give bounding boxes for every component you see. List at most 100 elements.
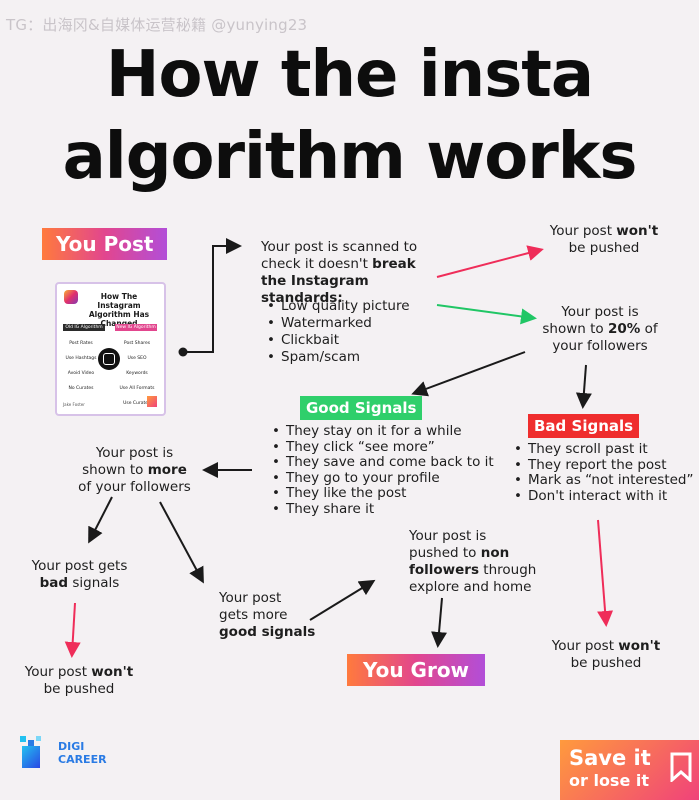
card-footer: Jake Foster	[63, 402, 85, 407]
text-bold: won't	[91, 664, 134, 680]
bad-signals-label: Bad Signals	[528, 414, 640, 438]
arrow-scan-to-not-pushed	[436, 245, 544, 278]
scan-line1: Your post is scanned to	[261, 239, 418, 255]
you-post-label: You Post	[42, 228, 168, 260]
arrow-bad-to-not-pushed	[64, 602, 81, 658]
scan-criteria-item: Watermarked	[267, 315, 437, 332]
card-left-item: Use Hashtags	[65, 356, 97, 361]
text-bold: won't	[616, 223, 659, 239]
arrow-20-to-good	[411, 351, 526, 397]
arrow-scan-to-20	[436, 304, 537, 325]
text: be pushed	[43, 681, 115, 697]
arrow-non-followers-to-grow	[431, 597, 448, 648]
gets-more-text: Your post gets more good signals	[219, 590, 329, 641]
text: shown to	[82, 462, 148, 478]
brand-name: DIGI CAREER	[58, 740, 107, 766]
bad-signals-list: They scroll past it They report the post…	[514, 441, 699, 505]
not-pushed-right-text: Your post won't be pushed	[547, 638, 665, 672]
card-left-item: Avoid Video	[67, 371, 95, 376]
text: Your post	[24, 664, 92, 680]
shown-more-text: Your post is shown to more of your follo…	[72, 445, 197, 496]
card-tag-old: Old IG Algorithm	[63, 324, 105, 331]
text: be pushed	[570, 655, 642, 671]
arrow-more-to-good	[159, 501, 204, 584]
not-pushed-left-text: Your post won't be pushed	[20, 664, 138, 698]
arrow-good-to-non-followers	[309, 579, 376, 621]
text-bold: won't	[618, 638, 661, 654]
text: Your post	[549, 223, 617, 239]
instagram-algorithm-card: How The Instagram Algorithm Has Changed …	[55, 282, 166, 416]
text: gets more	[219, 607, 288, 623]
gets-bad-text: Your post gets bad signals	[22, 558, 137, 592]
text: Your post	[551, 638, 619, 654]
card-left-list: Post Rates Use Hashtags Avoid Video No C…	[61, 336, 101, 396]
card-right-item: Post Shares	[123, 341, 151, 346]
page-title-line2: algorithm works	[62, 120, 638, 194]
text: pushed to	[409, 545, 481, 561]
text: be pushed	[568, 240, 640, 256]
text: your followers	[552, 338, 648, 354]
text-bold: bad	[39, 575, 69, 591]
arrow-more-to-bad	[88, 496, 113, 544]
scan-line2-bold: break	[372, 256, 416, 272]
text: shown to	[542, 321, 608, 337]
scan-line2: check it doesn't	[261, 256, 373, 272]
brand-line1: DIGI	[58, 740, 85, 753]
good-signal-item: They save and come back to it	[272, 455, 502, 471]
bad-signal-item: Mark as “not interested”	[514, 473, 699, 489]
card-right-item: Use All Formats	[119, 386, 155, 391]
text: explore and home	[409, 579, 532, 595]
page-title-line1: How the insta	[105, 38, 594, 112]
scan-criteria-item: Low quality picture	[267, 298, 437, 315]
text: Your post	[219, 590, 282, 606]
good-signals-label: Good Signals	[300, 396, 423, 420]
good-signal-item: They go to your profile	[272, 470, 502, 487]
not-pushed-top-text: Your post won't be pushed	[545, 223, 663, 257]
save-line1: Save it	[569, 746, 651, 770]
bad-signal-item: Don't interact with it	[514, 488, 699, 505]
text-bold: followers	[409, 562, 479, 578]
save-line2: or lose it	[569, 771, 650, 790]
card-right-item: Use Curated	[123, 401, 151, 406]
card-right-list: Post Shares Use SEO Keywords Use All For…	[117, 336, 157, 411]
scan-criteria-list: Low quality picture Watermarked Clickbai…	[267, 298, 437, 366]
you-grow-label: You Grow	[347, 654, 485, 686]
bad-signal-item: They scroll past it	[514, 441, 699, 458]
text: Your post is	[409, 528, 487, 544]
text: Your post is	[95, 445, 174, 461]
good-signal-item: They share it	[272, 501, 502, 518]
non-followers-text: Your post is pushed to non followers thr…	[409, 528, 539, 596]
scan-criteria-item: Clickbait	[267, 332, 437, 349]
digi-career-logo-icon	[20, 736, 50, 772]
shown-20-text: Your post is shown to 20% of your follow…	[538, 304, 662, 355]
arrow-post-to-scan	[183, 238, 242, 353]
save-it-banner: Save it or lose it	[560, 740, 699, 800]
card-tag-new: New IG Algorithm	[115, 324, 157, 331]
text-bold: 20%	[607, 321, 641, 337]
arrow-bad-signals-to-not-pushed	[597, 519, 614, 627]
good-signal-item: They stay on it for a while	[272, 423, 502, 440]
card-title: How The Instagram Algorithm Has Changed	[88, 292, 150, 328]
bookmark-icon	[670, 752, 692, 782]
text: Your post is	[561, 304, 639, 320]
bad-signal-item: They report the post	[514, 457, 699, 474]
instagram-logo-icon	[64, 290, 78, 304]
camera-icon	[98, 348, 120, 370]
card-left-item: No Curates	[68, 386, 94, 391]
text: of	[640, 321, 658, 337]
text-bold: good signals	[219, 624, 316, 640]
card-bookmark-icon	[147, 396, 157, 407]
card-left-item: Post Rates	[69, 341, 93, 346]
good-signals-list: They stay on it for a while They click “…	[272, 423, 502, 518]
brand-line2: CAREER	[58, 753, 107, 766]
good-signal-item: They click “see more”	[272, 439, 502, 456]
arrow-20-to-bad	[575, 364, 592, 409]
text: of your followers	[78, 479, 191, 495]
watermark-text: TG：出海冈&自媒体运营秘籍 @yunying23	[6, 16, 308, 34]
scan-criteria-item: Spam/scam	[267, 349, 437, 366]
text: Your post gets	[31, 558, 128, 574]
text: signals	[68, 575, 120, 591]
text: through	[479, 562, 537, 578]
card-right-item: Use SEO Keywords	[126, 356, 148, 376]
